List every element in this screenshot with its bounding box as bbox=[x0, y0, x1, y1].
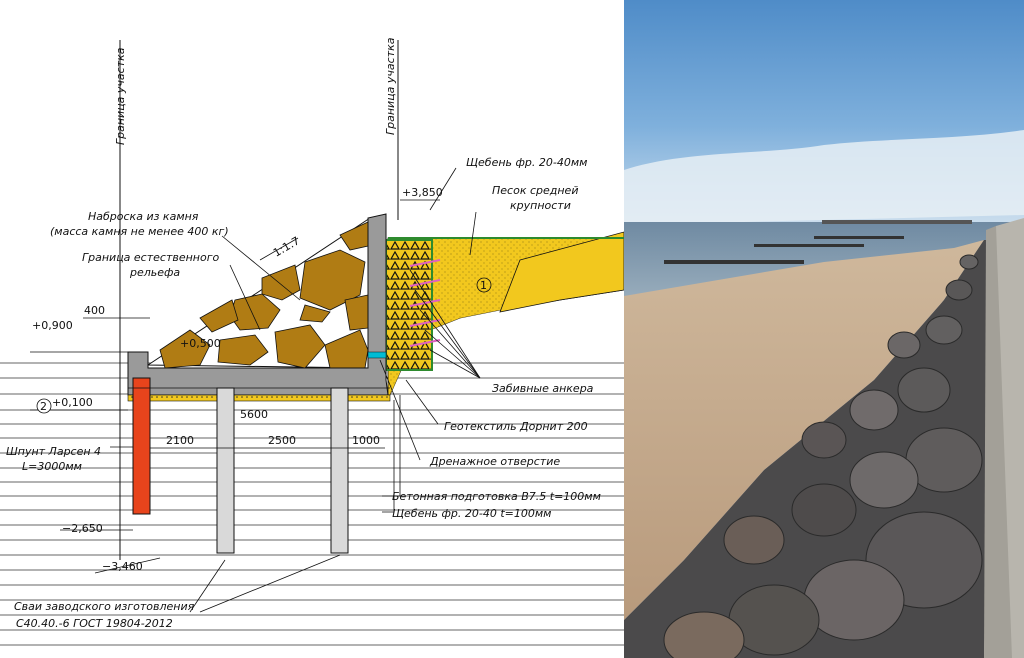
sheet-pile-label-2: L=3000мм bbox=[22, 460, 82, 473]
elev-top: +3,850 bbox=[402, 186, 443, 199]
beach-revetment-photo bbox=[624, 0, 1024, 658]
piles-label-1: Сваи заводского изготовления bbox=[14, 600, 195, 613]
drawing-grid-lines bbox=[0, 362, 624, 646]
elev-3460: −3,460 bbox=[102, 560, 143, 573]
pier bbox=[822, 220, 972, 224]
elev-2650: −2,650 bbox=[62, 522, 103, 535]
sheet-pile-label-1: Шпунт Ларсен 4 bbox=[6, 445, 101, 458]
dim-2500: 2500 bbox=[268, 434, 296, 447]
boundary-label-right: Граница участка bbox=[384, 37, 397, 135]
dimension-lines bbox=[30, 199, 440, 574]
natural-relief-right bbox=[499, 231, 624, 313]
geotextile-label: Геотекстиль Дорнит 200 bbox=[444, 420, 588, 433]
clouds bbox=[624, 130, 1024, 225]
sand-label-1: Песок средней bbox=[492, 184, 578, 197]
marker-1-circle bbox=[476, 277, 492, 293]
concrete-prep-label: Бетонная подготовка В7.5 t=100мм bbox=[392, 490, 601, 503]
leader-lines bbox=[110, 167, 481, 613]
marker-1: 1 bbox=[480, 279, 487, 292]
dim-2100: 2100 bbox=[166, 434, 194, 447]
rock-fill-label-2: (масса камня не менее 400 кг) bbox=[50, 225, 229, 238]
gravel-top-label: Щебень фр. 20-40мм bbox=[466, 156, 587, 169]
gravel-base-label: Щебень фр. 20-40 t=100мм bbox=[392, 507, 551, 520]
gravel-base-layer bbox=[127, 394, 391, 402]
boundary-label-left: Граница участка bbox=[114, 47, 127, 145]
dim-5600: 5600 bbox=[240, 408, 268, 421]
elev-900: +0,900 bbox=[32, 319, 73, 332]
elev-100: +0,100 bbox=[52, 396, 93, 409]
pile-1 bbox=[216, 387, 235, 554]
drain-hole bbox=[367, 351, 387, 359]
dim-1000: 1000 bbox=[352, 434, 380, 447]
elev-500: +0,500 bbox=[180, 337, 221, 350]
marker-2-circle bbox=[36, 398, 52, 414]
drain-hole-label: Дренажное отверстие bbox=[429, 455, 560, 468]
sand-label-2: крупности bbox=[510, 199, 571, 212]
natural-relief-label-1: Граница естественного bbox=[82, 251, 220, 264]
natural-relief-label-2: рельефа bbox=[129, 266, 180, 279]
groynes bbox=[664, 236, 904, 264]
marker-2: 2 bbox=[40, 400, 47, 413]
promenade-top bbox=[996, 218, 1024, 658]
anchors-label: Забивные анкера bbox=[492, 382, 594, 395]
slope-label: 1:1.7 bbox=[271, 234, 302, 259]
rocks bbox=[663, 254, 983, 658]
sheet-pile bbox=[132, 377, 151, 515]
cross-section-drawing: Граница участка Граница участка bbox=[0, 37, 624, 646]
rock-stones bbox=[159, 221, 369, 369]
pile-2 bbox=[330, 387, 349, 554]
gravel-drain-layer bbox=[385, 239, 433, 371]
dim-400: 400 bbox=[84, 304, 105, 317]
slope-line bbox=[259, 237, 299, 261]
rock-fill-label-1: Наброска из камня bbox=[88, 210, 199, 223]
piles-label-2: С40.40.-6 ГОСТ 19804-2012 bbox=[16, 617, 173, 630]
